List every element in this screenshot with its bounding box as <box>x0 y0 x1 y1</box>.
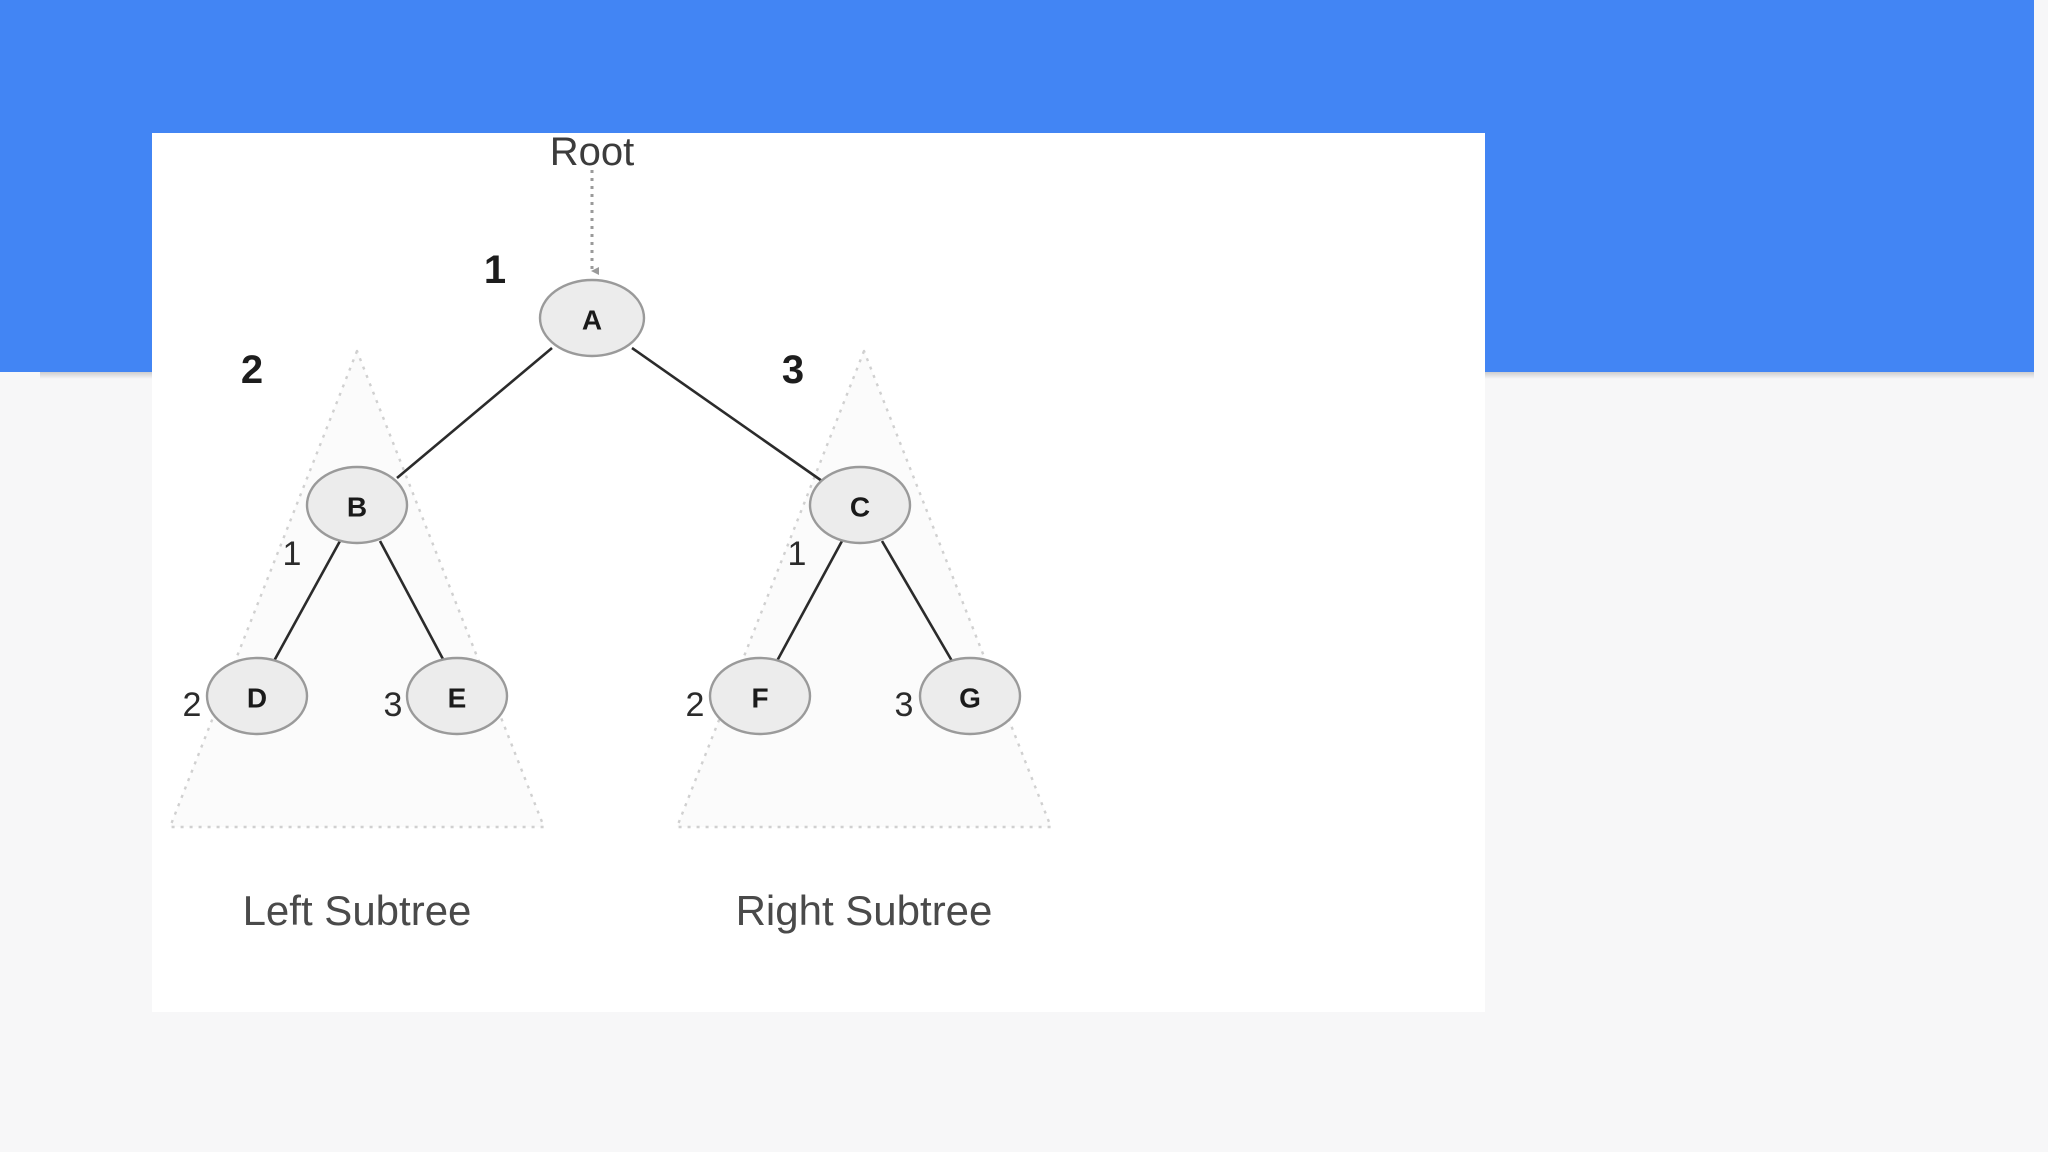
node-f-shape <box>708 656 812 736</box>
index-label-b-node: 1 <box>283 535 302 573</box>
tree-node-d[interactable]: D <box>205 656 309 736</box>
index-label-root-node: 1 <box>484 248 506 292</box>
node-d-shape <box>205 656 309 736</box>
node-a-shape <box>538 278 646 358</box>
left-subtree-triangle <box>168 349 546 829</box>
edge-a-c <box>631 346 823 483</box>
tree-node-g[interactable]: G <box>918 656 1022 736</box>
tree-node-a[interactable]: A <box>538 278 646 358</box>
binary-tree-diagram: Root 1 2 3 1 1 2 3 2 3 A B C <box>168 133 1053 934</box>
node-e-shape <box>405 656 509 736</box>
node-b-shape <box>305 465 409 545</box>
index-label-e-node: 3 <box>384 686 403 724</box>
left-subtree-caption: Left Subtree <box>243 887 472 934</box>
node-c-label: C <box>850 492 870 523</box>
tree-node-f[interactable]: F <box>708 656 812 736</box>
node-d-label: D <box>247 683 267 714</box>
node-a-label: A <box>582 305 602 336</box>
edge-b-e <box>378 540 446 662</box>
index-label-f-node: 2 <box>686 686 705 724</box>
node-g-shape <box>918 656 1022 736</box>
node-b-label: B <box>347 492 367 523</box>
edge-a-b <box>396 347 553 479</box>
diagram-image-panel: Root 1 2 3 1 1 2 3 2 3 A B C <box>152 133 1485 1012</box>
right-subtree-triangle <box>675 349 1053 829</box>
edge-b-d <box>272 540 342 662</box>
tree-node-e[interactable]: E <box>405 656 509 736</box>
node-g-label: G <box>959 683 981 714</box>
root-caption: Root <box>550 133 635 174</box>
edge-c-g <box>880 540 954 662</box>
tree-node-c[interactable]: C <box>808 465 912 545</box>
node-c-shape <box>808 465 912 545</box>
node-f-label: F <box>751 683 768 714</box>
edge-c-f <box>775 540 844 662</box>
node-e-label: E <box>448 683 467 714</box>
index-label-right-subtree: 3 <box>782 348 804 392</box>
right-subtree-caption: Right Subtree <box>736 887 993 934</box>
index-label-left-subtree: 2 <box>241 348 263 392</box>
index-label-g-node: 3 <box>895 686 914 724</box>
index-label-c-node: 1 <box>788 535 807 573</box>
tree-node-b[interactable]: B <box>305 465 409 545</box>
slide-banner-left-strip <box>0 0 152 372</box>
index-label-d-node: 2 <box>183 686 202 724</box>
